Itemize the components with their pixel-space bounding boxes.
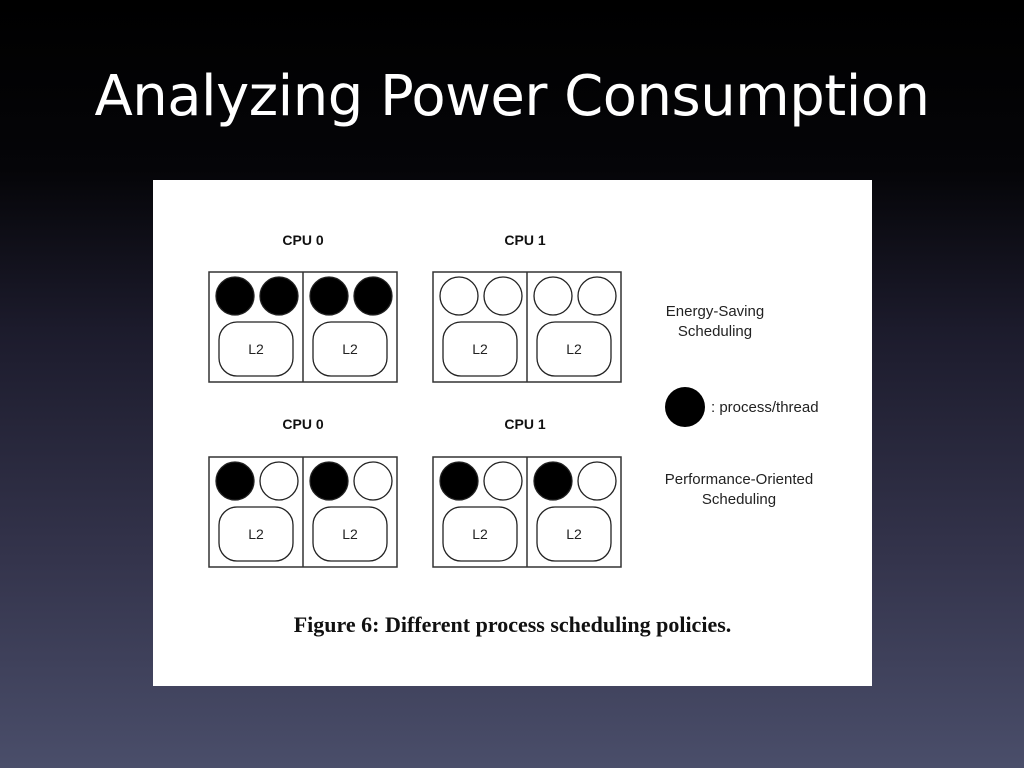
slide-title: Analyzing Power Consumption bbox=[94, 64, 930, 129]
policy-label-line2: Scheduling bbox=[678, 323, 752, 340]
l2-cache bbox=[312, 506, 388, 562]
figure-panel: CPU 0 CPU 1 CPU 0 CPU 1 Energy-Saving Sc… bbox=[153, 180, 872, 686]
l2-label: L2 bbox=[248, 526, 264, 542]
thread-active bbox=[259, 276, 299, 316]
cpu-label: CPU 1 bbox=[504, 232, 545, 248]
thread-idle bbox=[483, 276, 523, 316]
l2-cache bbox=[312, 321, 388, 377]
thread-active bbox=[439, 461, 479, 501]
l2-cache bbox=[218, 321, 294, 377]
legend-thread-marker bbox=[665, 387, 705, 427]
l2-cache bbox=[536, 321, 612, 377]
thread-idle bbox=[439, 276, 479, 316]
l2-cache bbox=[536, 506, 612, 562]
cpu-block: L2 L2 bbox=[208, 456, 398, 568]
l2-cache bbox=[442, 321, 518, 377]
policy-label-line1: Performance-Oriented bbox=[665, 471, 813, 488]
l2-label: L2 bbox=[342, 341, 358, 357]
thread-idle bbox=[577, 276, 617, 316]
thread-active bbox=[215, 461, 255, 501]
thread-active bbox=[533, 461, 573, 501]
cpu-block: L2 L2 bbox=[432, 271, 622, 383]
thread-active bbox=[309, 461, 349, 501]
l2-cache bbox=[442, 506, 518, 562]
cpu-block: L2 L2 bbox=[432, 456, 622, 568]
cpu-block: L2 L2 bbox=[208, 271, 398, 383]
thread-idle bbox=[353, 461, 393, 501]
thread-idle bbox=[533, 276, 573, 316]
l2-label: L2 bbox=[566, 526, 582, 542]
thread-active bbox=[309, 276, 349, 316]
cpu-label: CPU 0 bbox=[282, 416, 323, 432]
l2-label: L2 bbox=[566, 341, 582, 357]
thread-active bbox=[215, 276, 255, 316]
thread-idle bbox=[577, 461, 617, 501]
legend-text: : process/thread bbox=[711, 399, 819, 416]
thread-idle bbox=[483, 461, 523, 501]
l2-cache bbox=[218, 506, 294, 562]
policy-label-line2: Scheduling bbox=[702, 491, 776, 508]
figure-caption: Figure 6: Different process scheduling p… bbox=[293, 612, 732, 637]
l2-label: L2 bbox=[472, 341, 488, 357]
cpu-label: CPU 1 bbox=[504, 416, 545, 432]
l2-label: L2 bbox=[248, 341, 264, 357]
scheduling-diagram: CPU 0 CPU 1 CPU 0 CPU 1 Energy-Saving Sc… bbox=[208, 232, 819, 568]
thread-idle bbox=[259, 461, 299, 501]
l2-label: L2 bbox=[472, 526, 488, 542]
l2-label: L2 bbox=[342, 526, 358, 542]
thread-active bbox=[353, 276, 393, 316]
cpu-label: CPU 0 bbox=[282, 232, 323, 248]
policy-label-line1: Energy-Saving bbox=[666, 303, 764, 320]
